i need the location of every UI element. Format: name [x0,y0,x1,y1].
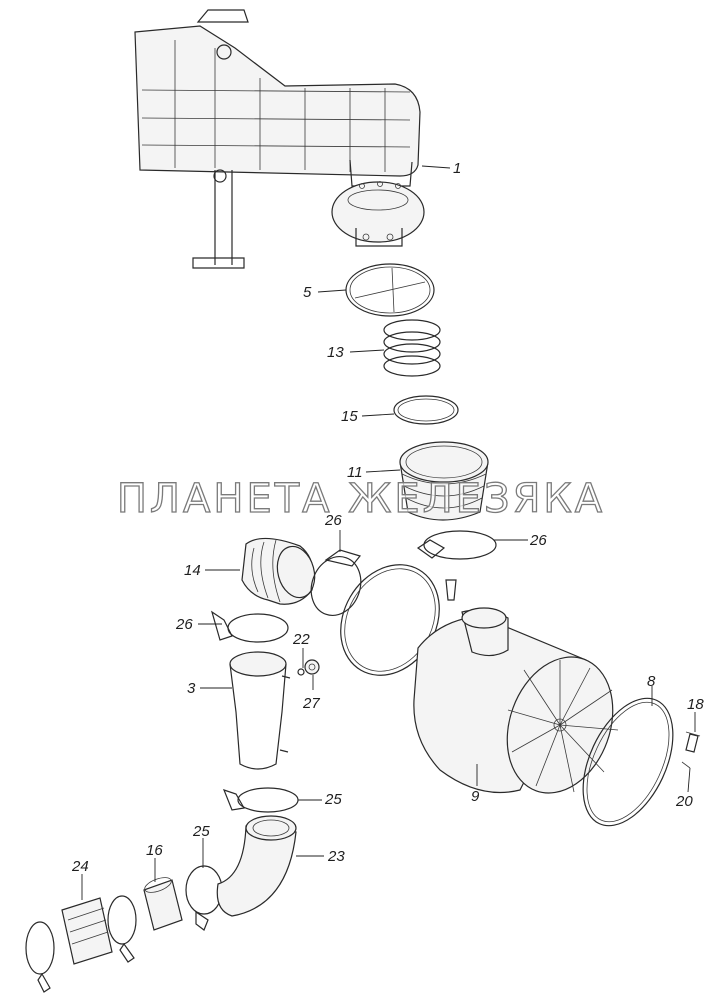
callout-9: 9 [471,788,480,805]
part-18-bolt [685,731,701,753]
part-13-spring [383,319,441,377]
part-25-clamp-low [185,865,223,931]
callout-8: 8 [647,673,656,690]
clamp-far-left [25,921,55,993]
callout-20: 20 [675,793,693,810]
part-1-intake-housing [134,9,421,269]
callout-14: 14 [184,562,201,579]
part-20-nut [681,761,691,769]
part-11-corrugated-sleeve [399,441,489,521]
part-26-clamp-left [210,610,289,643]
callout-18: 18 [687,696,704,713]
part-25-clamp-mid [222,787,299,813]
part-23-elbow-pipe [216,815,297,917]
callout-26-left: 26 [175,616,193,633]
part-3-conical-pipe [229,651,291,770]
part-5-gasket [345,263,435,317]
callout-13: 13 [327,344,344,361]
part-15-ring [393,395,459,425]
callout-26-top: 26 [324,512,342,529]
callout-24: 24 [71,858,89,875]
callout-22: 22 [292,631,310,648]
part-1-outlet-flange [331,181,425,247]
part-16-sleeve [143,877,183,931]
callout-23: 23 [327,848,345,865]
part-24-bellows [61,897,113,965]
part-8-band-ring [582,697,674,827]
callout-25-mid: 25 [324,791,342,808]
leader-lines [81,165,696,900]
callout-labels: 1 5 13 15 11 26 26 14 26 22 3 27 25 9 8 … [71,160,704,875]
callout-25-low: 25 [192,823,210,840]
clamp-lower-left [107,895,137,963]
part-14-corrugated-elbow [241,537,316,605]
part-9-filter-canister [413,607,619,794]
part-27-nut [304,659,320,675]
callout-5: 5 [303,284,312,301]
callout-11: 11 [347,464,363,481]
callout-27: 27 [302,695,320,712]
bolt [445,579,457,601]
callout-26-right: 26 [529,532,547,549]
part-26-clamp-right [416,530,497,560]
watermark-text: ПЛАНЕТА ЖЕЛЕЗЯКА [117,476,605,522]
callout-16: 16 [146,842,163,859]
part-26-clamp-upper [310,549,362,616]
callout-3: 3 [187,680,196,697]
callout-1: 1 [453,160,461,177]
callout-15: 15 [341,408,358,425]
part-22-fitting [297,668,305,676]
